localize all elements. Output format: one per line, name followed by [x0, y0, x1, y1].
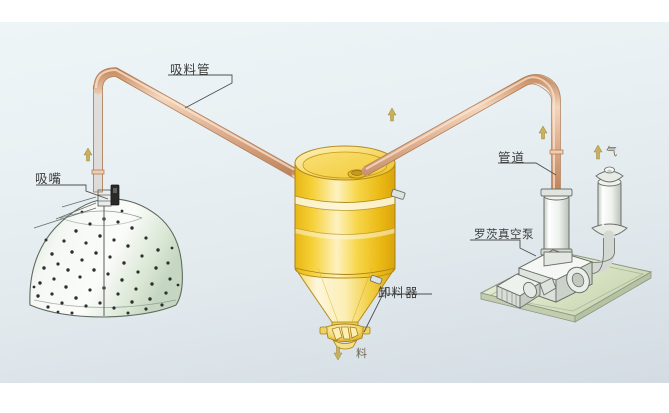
- cyclone-receiver-silo: [294, 145, 406, 328]
- flow-air-up-icon: [593, 144, 603, 160]
- label-material-out: 料: [356, 347, 367, 360]
- inlet-filter-cylinder: [540, 188, 573, 256]
- suction-conveying-pipe: [91, 67, 323, 193]
- pump-motor: [495, 273, 542, 309]
- flow-material-down-icon: [333, 346, 343, 361]
- label-discharger: 卸料器: [378, 285, 419, 300]
- roots-vacuum-pump: [495, 166, 628, 309]
- label-leader-lines: [36, 74, 557, 333]
- flow-nozzle-up-icon: [83, 147, 93, 162]
- label-air-outlet: 气: [606, 145, 617, 158]
- label-roots-vacuum-pump: 罗茨真空泵: [474, 227, 534, 241]
- granular-material-pile: [29, 198, 183, 318]
- label-suction-nozzle: 吸嘴: [35, 171, 63, 186]
- vacuum-pipeline: [361, 73, 564, 197]
- flow-direction-arrows: [83, 107, 603, 361]
- flow-pipe-right-icon: [538, 125, 548, 140]
- rotary-valve-discharger: [319, 323, 371, 350]
- suction-nozzle-fitting: [33, 184, 120, 316]
- label-pipeline: 管道: [498, 150, 526, 165]
- flow-pipe-mid-icon: [387, 107, 397, 122]
- label-suction-pipe: 吸料管: [170, 62, 211, 77]
- outlet-silencer: [591, 166, 628, 237]
